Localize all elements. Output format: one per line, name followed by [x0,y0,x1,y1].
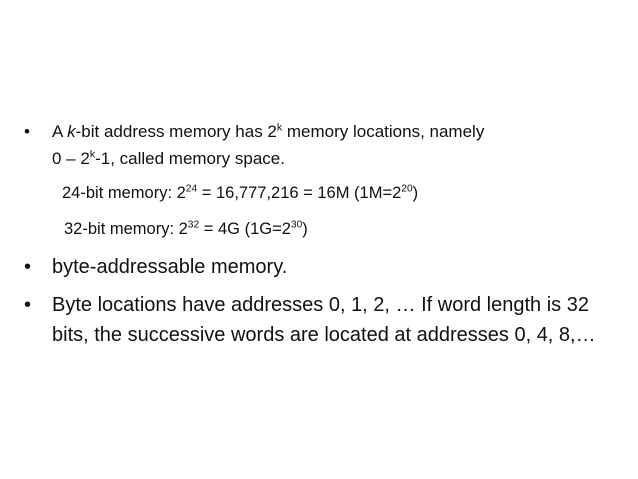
bullet-byte-locations: • Byte locations have addresses 0, 1, 2,… [24,290,616,350]
sub1-sup-exp: 24 [185,183,198,195]
sub1-post: ) [412,184,419,202]
sub2-pre: 32-bit memory: 2 [64,220,188,238]
bullet1-mid: -bit address memory has 2 [75,122,277,141]
bullet1-post: memory locations, namely [282,122,485,141]
bullet1-line2-pre: 0 – 2 [52,149,90,168]
bullet-dot: • [24,256,32,278]
sub1-pre: 24-bit memory: 2 [62,184,186,202]
bullet1-line2-post: -1, called memory space. [95,149,285,168]
bullet-dot: • [24,122,30,141]
sub-32bit-memory: 32-bit memory: 232 = 4G (1G=230) [24,218,616,240]
sub2-post: ) [302,220,308,238]
bullet-memory-locations: • A k-bit address memory has 2k memory l… [24,118,616,172]
bullet1-k: k [67,122,76,141]
sub1-sup-unit: 20 [401,183,413,195]
sub-24bit-memory: 24-bit memory: 224 = 16,777,216 = 16M (1… [24,182,616,204]
sub2-sup-exp: 32 [187,219,200,231]
bullet1-pre: A [52,122,68,141]
slide-content: • A k-bit address memory has 2k memory l… [24,118,616,350]
sub1-mid: = 16,777,216 = 16M (1M=2 [197,184,402,202]
bullet1-line2-sup: k [89,148,96,161]
bullet1-sup-k: k [276,121,283,134]
bullet3-text: Byte locations have addresses 0, 1, 2, …… [52,294,596,346]
bullet-byte-addressable: • byte-addressable memory. [24,252,616,282]
bullet-dot: • [24,294,32,316]
sub2-mid: = 4G (1G=2 [199,220,291,238]
sub2-sup-unit: 30 [290,219,303,231]
bullet2-text: byte-addressable memory. [52,256,288,278]
